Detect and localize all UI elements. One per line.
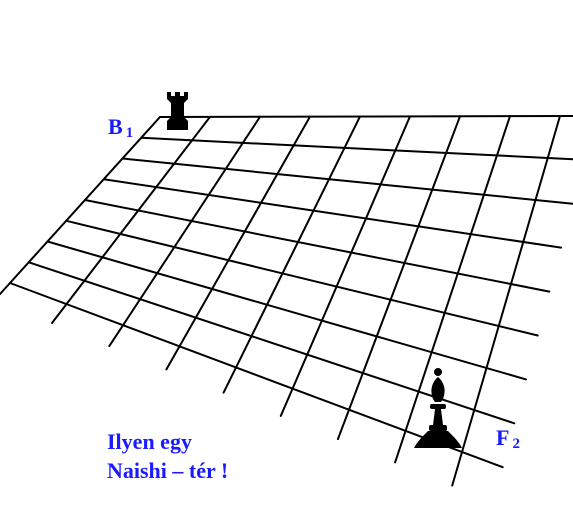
grid-file-line — [279, 115, 411, 417]
caption-line-2: Naishi – tér ! — [107, 458, 229, 483]
grid-file-line — [222, 115, 361, 394]
rook-icon — [167, 92, 188, 130]
grid-file-line — [451, 115, 561, 487]
bishop-icon — [414, 368, 462, 448]
grid-file-line — [108, 115, 261, 348]
label-f2-letter: F — [496, 425, 510, 450]
label-f2-number: 2 — [512, 436, 520, 452]
caption-line-1: Ilyen egy — [107, 429, 192, 454]
label-b1-letter: B — [108, 114, 123, 139]
grid-rank-line — [159, 114, 573, 118]
board-grid — [0, 114, 573, 487]
grid-file-line — [0, 116, 161, 296]
grid-file-line — [394, 115, 511, 464]
grid-rank-line — [102, 178, 562, 249]
grid-rank-line — [46, 240, 527, 381]
grid-file-line — [51, 115, 211, 324]
caption: Ilyen egy Naishi – tér ! — [107, 427, 228, 485]
label-b1-number: 1 — [125, 125, 134, 141]
grid-rank-line — [9, 282, 504, 469]
grid-file-line — [336, 115, 461, 441]
grid-rank-line — [121, 157, 573, 205]
grid-rank-line — [65, 219, 539, 337]
grid-file-line — [165, 115, 311, 371]
grid-rank-line — [84, 199, 551, 293]
grid-rank-line — [140, 136, 573, 161]
